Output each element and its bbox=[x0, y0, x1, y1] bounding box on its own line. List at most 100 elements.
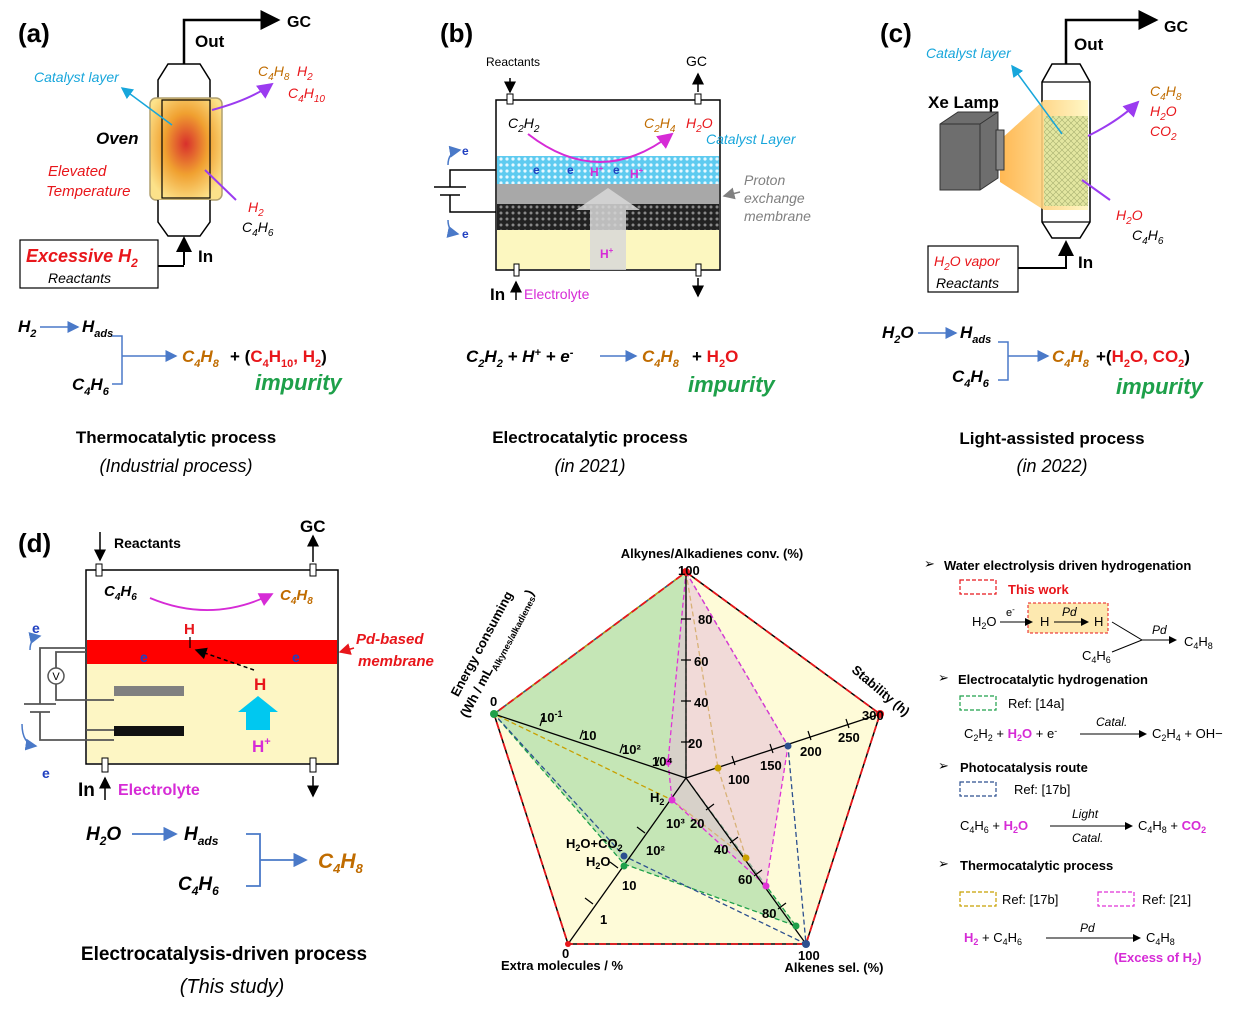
pt-extra-0 bbox=[565, 941, 571, 947]
svg-text:H2O: H2O bbox=[972, 614, 997, 631]
impurity-a: impurity bbox=[255, 370, 344, 395]
svg-text:e-: e- bbox=[1006, 605, 1015, 619]
impurity-c: impurity bbox=[1116, 374, 1205, 399]
eq-c4h8: C4H8 bbox=[182, 347, 220, 370]
tick-extra-1000: 10³ bbox=[666, 816, 685, 831]
eq-rest: + (C4H10, H2) bbox=[230, 347, 327, 370]
legend-ref17b-2: Ref: [17b] bbox=[1002, 892, 1058, 907]
eq-h2: H2 bbox=[18, 317, 36, 340]
outlet-arrow bbox=[182, 10, 281, 70]
catalyst-layer-band bbox=[497, 156, 719, 184]
gc-c: GC bbox=[1164, 19, 1188, 36]
side-h2: H2 bbox=[248, 199, 264, 219]
pt-stab-100 bbox=[714, 764, 722, 772]
tick-conv-40: 40 bbox=[694, 695, 708, 710]
svg-text:C2H4 + OH−: C2H4 + OH− bbox=[1152, 726, 1223, 743]
radar-points bbox=[490, 568, 884, 948]
c-eq-c4h8: C4H8 bbox=[1052, 347, 1090, 370]
svg-text:e: e bbox=[462, 144, 469, 158]
title-d: Electrocatalysis-driven process bbox=[81, 944, 367, 965]
vapor: H2O vapor bbox=[934, 253, 1001, 273]
svg-text:➢: ➢ bbox=[938, 758, 949, 773]
subtitle-a: (Industrial process) bbox=[99, 456, 252, 476]
c-h2o: H2O bbox=[1150, 103, 1177, 123]
h2o-b: H2O bbox=[686, 115, 713, 135]
tick-extra-h2oco2: H2O+CO2 bbox=[566, 836, 623, 853]
title-a: Thermocatalytic process bbox=[76, 428, 276, 447]
panel-b: (b) Reactants GC C2H2 C2H4 H2O Catalyst … bbox=[434, 18, 811, 476]
d-eq-c4h6: C4H6 bbox=[178, 874, 219, 898]
gc-label: GC bbox=[287, 14, 311, 31]
pt-extra-h2oco2 bbox=[620, 852, 628, 860]
side-c4h6: C4H6 bbox=[242, 219, 274, 239]
in-d: In bbox=[78, 780, 95, 801]
d-eq-hads: Hads bbox=[184, 824, 219, 848]
legend-h3: Photocatalysis route bbox=[960, 760, 1088, 775]
voltmeter bbox=[47, 667, 65, 685]
tick-sel-20: 20 bbox=[690, 816, 704, 831]
svg-text:e: e bbox=[462, 227, 469, 241]
svg-text:C4H8: C4H8 bbox=[1146, 930, 1175, 947]
power-source bbox=[24, 647, 114, 741]
reactor-tube bbox=[161, 99, 211, 199]
h-bottom: H bbox=[254, 675, 266, 694]
tick-sel-80: 80 bbox=[762, 906, 776, 921]
c-eq-hads: Hads bbox=[960, 323, 991, 346]
axis-extra-title: Extra molecules / % bbox=[501, 958, 624, 973]
c-side-c4h6: C4H6 bbox=[1132, 227, 1164, 247]
series-ref21 bbox=[667, 569, 789, 888]
svg-text:Pd: Pd bbox=[1152, 623, 1167, 637]
tick-extra-h2o: H2O bbox=[586, 854, 611, 871]
legend-catal-2: Catal. bbox=[1072, 831, 1103, 845]
svg-text:Pd: Pd bbox=[1062, 605, 1077, 619]
svg-text:C4H6 + H2O: C4H6 + H2O bbox=[960, 818, 1028, 835]
c2h4-b: C2H4 bbox=[644, 115, 676, 135]
svg-text:V: V bbox=[52, 671, 60, 683]
eq-hads: Hads bbox=[82, 317, 113, 340]
c-side-h2o: H2O bbox=[1116, 207, 1143, 227]
pt-sel-60 bbox=[762, 882, 770, 890]
proton-3: membrane bbox=[744, 208, 811, 224]
pd-label-2: membrane bbox=[358, 653, 434, 670]
radar-chart: 20 40 60 80 100 100 150 200 250 300 20 4… bbox=[448, 546, 913, 975]
svg-text:e: e bbox=[533, 163, 540, 177]
catalyst-mesh bbox=[1044, 116, 1088, 206]
reactant-box bbox=[19, 239, 159, 289]
reactants-c: Reactants bbox=[936, 275, 999, 291]
xe-lamp bbox=[939, 111, 999, 191]
pd-label-1: Pd-based bbox=[356, 631, 424, 648]
svg-text:➢: ➢ bbox=[938, 670, 949, 685]
tick-energy-0: 0 bbox=[490, 694, 497, 709]
c4h8-d: C4H8 bbox=[280, 587, 313, 607]
legend-excess: (Excess of H2) bbox=[1114, 950, 1201, 967]
svg-text:e: e bbox=[140, 649, 148, 665]
reactants-b: Reactants bbox=[486, 55, 540, 69]
proton-1: Proton bbox=[744, 172, 785, 188]
pt-extra-h2 bbox=[668, 796, 676, 804]
in-c: In bbox=[1078, 253, 1093, 272]
axis-sel-title: Alkenes sel. (%) bbox=[785, 960, 884, 975]
out-c: Out bbox=[1074, 35, 1104, 54]
tick-stab-200: 200 bbox=[800, 744, 822, 759]
elevated-label-2: Temperature bbox=[46, 183, 131, 200]
tick-energy-100: 10² bbox=[622, 742, 641, 757]
pt-sel-50 bbox=[742, 854, 750, 862]
pt-stab-200 bbox=[784, 742, 792, 750]
panel-d-label: (d) bbox=[18, 528, 51, 558]
legend-h1: Water electrolysis driven hydrogenation bbox=[944, 558, 1191, 573]
title-b: Electrocatalytic process bbox=[492, 428, 688, 447]
cathode bbox=[114, 726, 184, 736]
panel-a-label: (a) bbox=[18, 18, 50, 48]
gc-b: GC bbox=[686, 53, 707, 69]
c-c4h8: C4H8 bbox=[1150, 83, 1182, 103]
c-eq-rest: +(H2O, CO2) bbox=[1096, 347, 1190, 370]
electrolyte-d bbox=[87, 664, 337, 763]
svg-text:e: e bbox=[292, 649, 300, 665]
impurity-b: impurity bbox=[688, 372, 777, 397]
svg-text:e: e bbox=[32, 620, 40, 636]
tick-extra-100: 10² bbox=[646, 843, 665, 858]
tick-stab-150: 150 bbox=[760, 758, 782, 773]
xe-lamp-label: Xe Lamp bbox=[928, 93, 999, 112]
h-top: H bbox=[184, 621, 195, 638]
